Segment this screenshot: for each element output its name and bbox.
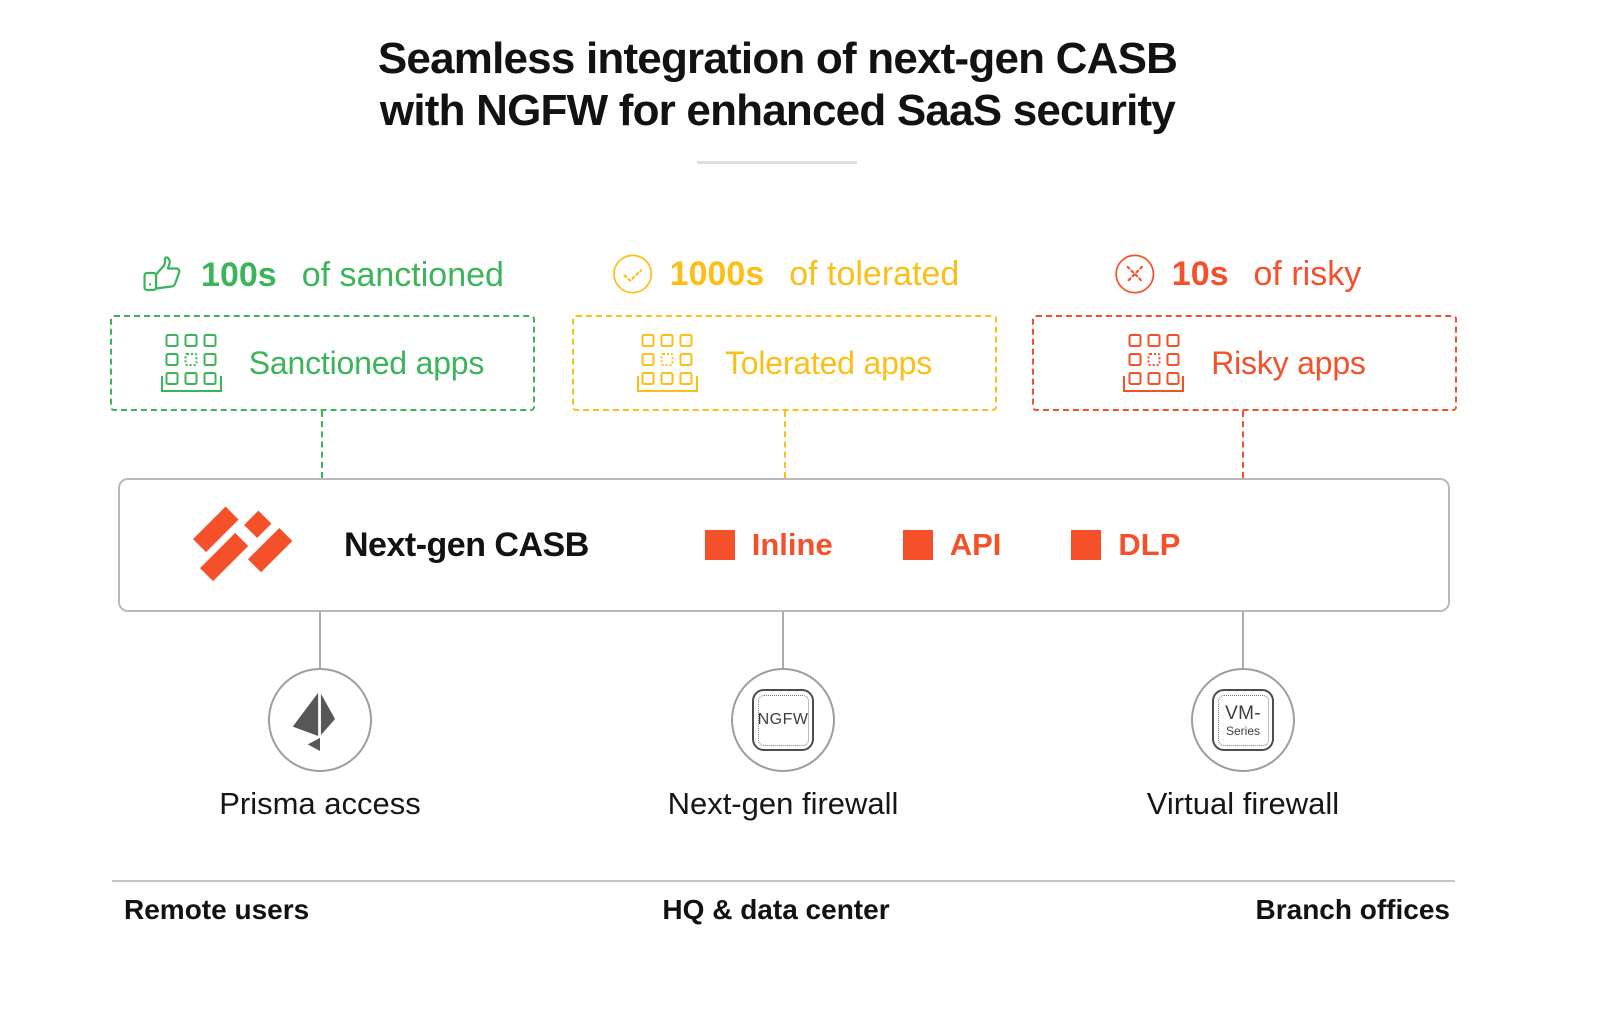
check-circle-icon — [611, 252, 655, 296]
casb-features: Inline API DLP — [704, 527, 1180, 563]
title-divider — [697, 161, 857, 164]
vm-series-badge-icon: VM- Series — [1212, 689, 1274, 751]
feature-dlp: DLP — [1071, 527, 1180, 563]
feature-inline-label: Inline — [751, 527, 833, 562]
vm-badge-line2: Series — [1225, 723, 1260, 738]
feature-dlp-label: DLP — [1118, 527, 1181, 562]
tolerated-connector-line — [784, 411, 786, 478]
bullet-square-icon — [1071, 530, 1102, 560]
prisma-access-label: Prisma access — [219, 786, 421, 821]
ngfw-connector-line — [782, 612, 784, 669]
vm-connector-line — [1242, 612, 1244, 669]
risky-header: 10s of risky — [1113, 252, 1361, 296]
tolerated-apps-label: Tolerated apps — [724, 344, 933, 381]
ngfw-badge-label: NGFW — [757, 711, 809, 728]
sanctioned-qualifier: of sanctioned — [301, 255, 504, 294]
next-gen-firewall-node: NGFW — [731, 668, 835, 772]
apps-grid-icon — [1123, 334, 1185, 392]
bullet-square-icon — [902, 530, 933, 560]
risky-apps-box: Risky apps — [1032, 315, 1457, 411]
risky-apps-label: Risky apps — [1211, 344, 1366, 381]
next-gen-firewall-label: Next-gen firewall — [667, 786, 899, 821]
vm-badge-line1: VM- — [1225, 702, 1261, 724]
tolerated-apps-box: Tolerated apps — [572, 315, 997, 411]
sanctioned-connector-line — [321, 411, 323, 478]
casb-product-name: Next-gen CASB — [344, 525, 589, 564]
footer-divider-line — [112, 880, 1455, 882]
page-title-line2: with NGFW for enhanced SaaS security — [379, 86, 1176, 135]
page-title: Seamless integration of next-gen CASB wi… — [0, 33, 1555, 137]
feature-inline: Inline — [704, 527, 833, 563]
tolerated-qualifier: of tolerated — [789, 254, 960, 293]
x-circle-icon — [1113, 252, 1157, 296]
virtual-firewall-label: Virtual firewall — [1146, 786, 1340, 821]
risky-qualifier: of risky — [1253, 254, 1362, 293]
footer-hq-data-center: HQ & data center — [662, 894, 890, 925]
feature-api: API — [902, 527, 1002, 563]
apps-grid-icon — [636, 334, 698, 392]
prisma-access-node — [268, 668, 372, 772]
prisma-connector-line — [319, 612, 321, 669]
thumbs-up-icon — [140, 252, 186, 298]
tolerated-header: 1000s of tolerated — [611, 252, 960, 296]
virtual-firewall-node: VM- Series — [1191, 668, 1295, 772]
tolerated-count: 1000s — [669, 254, 765, 293]
sanctioned-apps-label: Sanctioned apps — [248, 344, 485, 381]
casb-box: Next-gen CASB Inline API DLP — [118, 478, 1450, 612]
footer-branch-offices: Branch offices — [1255, 894, 1451, 925]
sanctioned-header: 100s of sanctioned — [140, 252, 504, 298]
footer-remote-users: Remote users — [124, 894, 310, 925]
risky-count: 10s — [1171, 254, 1229, 293]
sanctioned-apps-box: Sanctioned apps — [110, 315, 535, 411]
palo-alto-networks-logo-icon — [184, 504, 302, 587]
feature-api-label: API — [949, 527, 1002, 562]
risky-connector-line — [1242, 411, 1244, 478]
apps-grid-icon — [160, 334, 222, 392]
ngfw-badge-icon: NGFW — [752, 689, 814, 751]
sanctioned-count: 100s — [201, 255, 277, 294]
page-title-line1: Seamless integration of next-gen CASB — [377, 34, 1178, 83]
prisma-logo-icon — [289, 688, 351, 752]
bullet-square-icon — [704, 530, 735, 560]
